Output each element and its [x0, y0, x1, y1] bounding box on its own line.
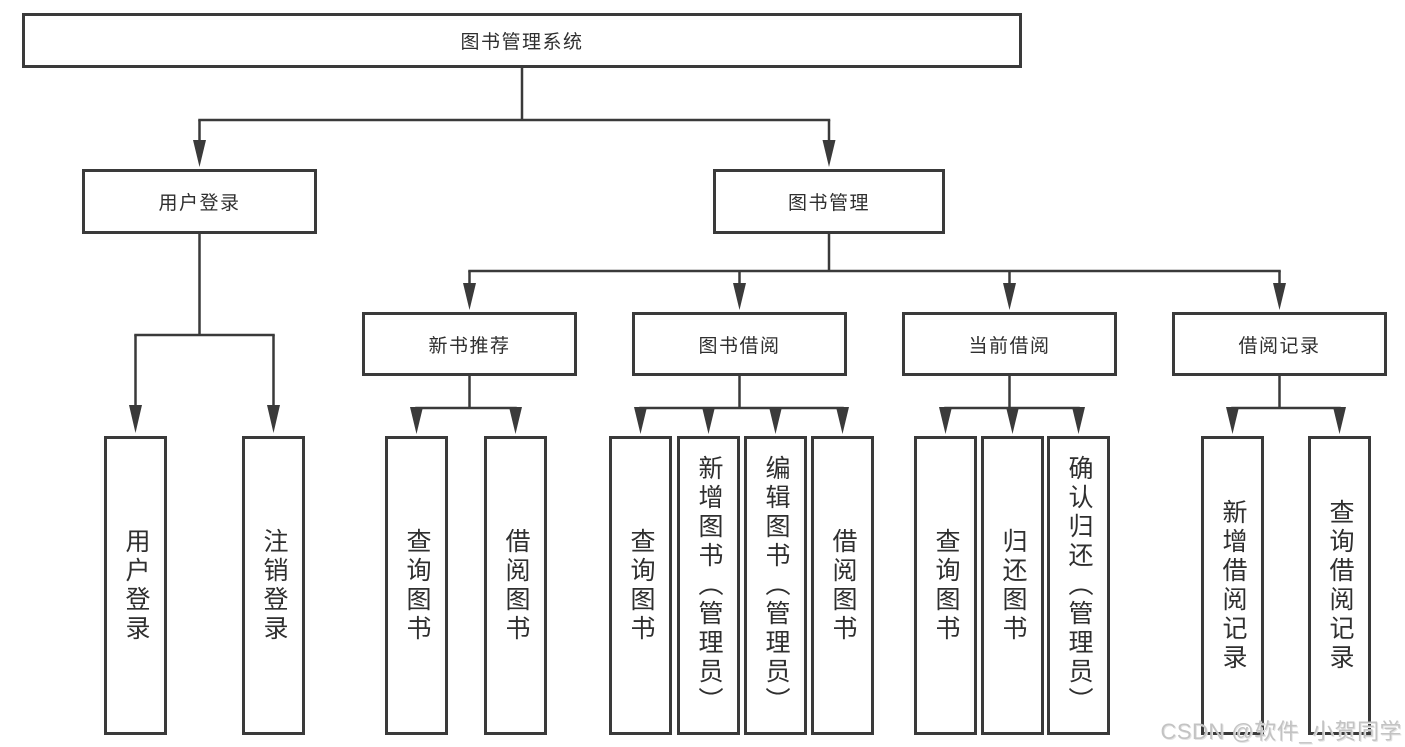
node-label: 当前借阅	[968, 335, 1051, 357]
leaf-label: 用户登录	[122, 527, 150, 644]
leaf-label: 借阅图书	[502, 527, 530, 644]
leaf-label: 查询图书	[627, 527, 655, 644]
leaf-user-login: 用户登录	[104, 436, 167, 735]
node-root-system: 图书管理系统	[22, 13, 1022, 68]
leaf-label: 借阅图书	[829, 527, 857, 644]
leaf-return-books: 归还图书	[981, 436, 1044, 735]
leaf-label: 确认归还（管理员）	[1065, 455, 1093, 716]
node-label: 用户登录	[158, 193, 241, 214]
leaf-label: 新增图书（管理员）	[695, 455, 723, 716]
leaf-label: 查询图书	[932, 527, 960, 644]
node-new-book-recommend: 新书推荐	[362, 312, 577, 376]
leaf-current-query-books: 查询图书	[914, 436, 977, 735]
node-label: 图书借阅	[698, 335, 781, 357]
node-label: 新书推荐	[428, 335, 511, 357]
leaf-borrowing-query-books: 查询图书	[609, 436, 672, 735]
leaf-label: 注销登录	[260, 527, 288, 644]
node-user-login: 用户登录	[82, 169, 317, 234]
leaf-confirm-return-admin: 确认归还（管理员）	[1047, 436, 1110, 735]
node-label: 图书管理系统	[460, 32, 584, 53]
node-book-borrowing: 图书借阅	[632, 312, 847, 376]
leaf-logout: 注销登录	[242, 436, 305, 735]
leaf-edit-books-admin: 编辑图书（管理员）	[744, 436, 807, 735]
leaf-recommend-borrow-books: 借阅图书	[484, 436, 547, 735]
leaf-recommend-query-books: 查询图书	[385, 436, 448, 735]
leaf-label: 编辑图书（管理员）	[762, 455, 790, 716]
node-borrowing-records: 借阅记录	[1172, 312, 1387, 376]
leaf-label: 新增借阅记录	[1219, 498, 1247, 673]
leaf-add-books-admin: 新增图书（管理员）	[677, 436, 740, 735]
leaf-add-borrow-record: 新增借阅记录	[1201, 436, 1264, 735]
leaf-borrow-books: 借阅图书	[811, 436, 874, 735]
leaf-label: 归还图书	[999, 527, 1027, 644]
csdn-watermark: CSDN @软件_小贺同学	[1160, 719, 1402, 744]
leaf-label: 查询图书	[403, 527, 431, 644]
node-book-management: 图书管理	[713, 169, 945, 234]
leaf-query-borrow-record: 查询借阅记录	[1308, 436, 1371, 735]
node-current-borrowing: 当前借阅	[902, 312, 1117, 376]
node-label: 图书管理	[787, 193, 870, 214]
node-label: 借阅记录	[1238, 335, 1321, 357]
leaf-label: 查询借阅记录	[1326, 498, 1354, 673]
